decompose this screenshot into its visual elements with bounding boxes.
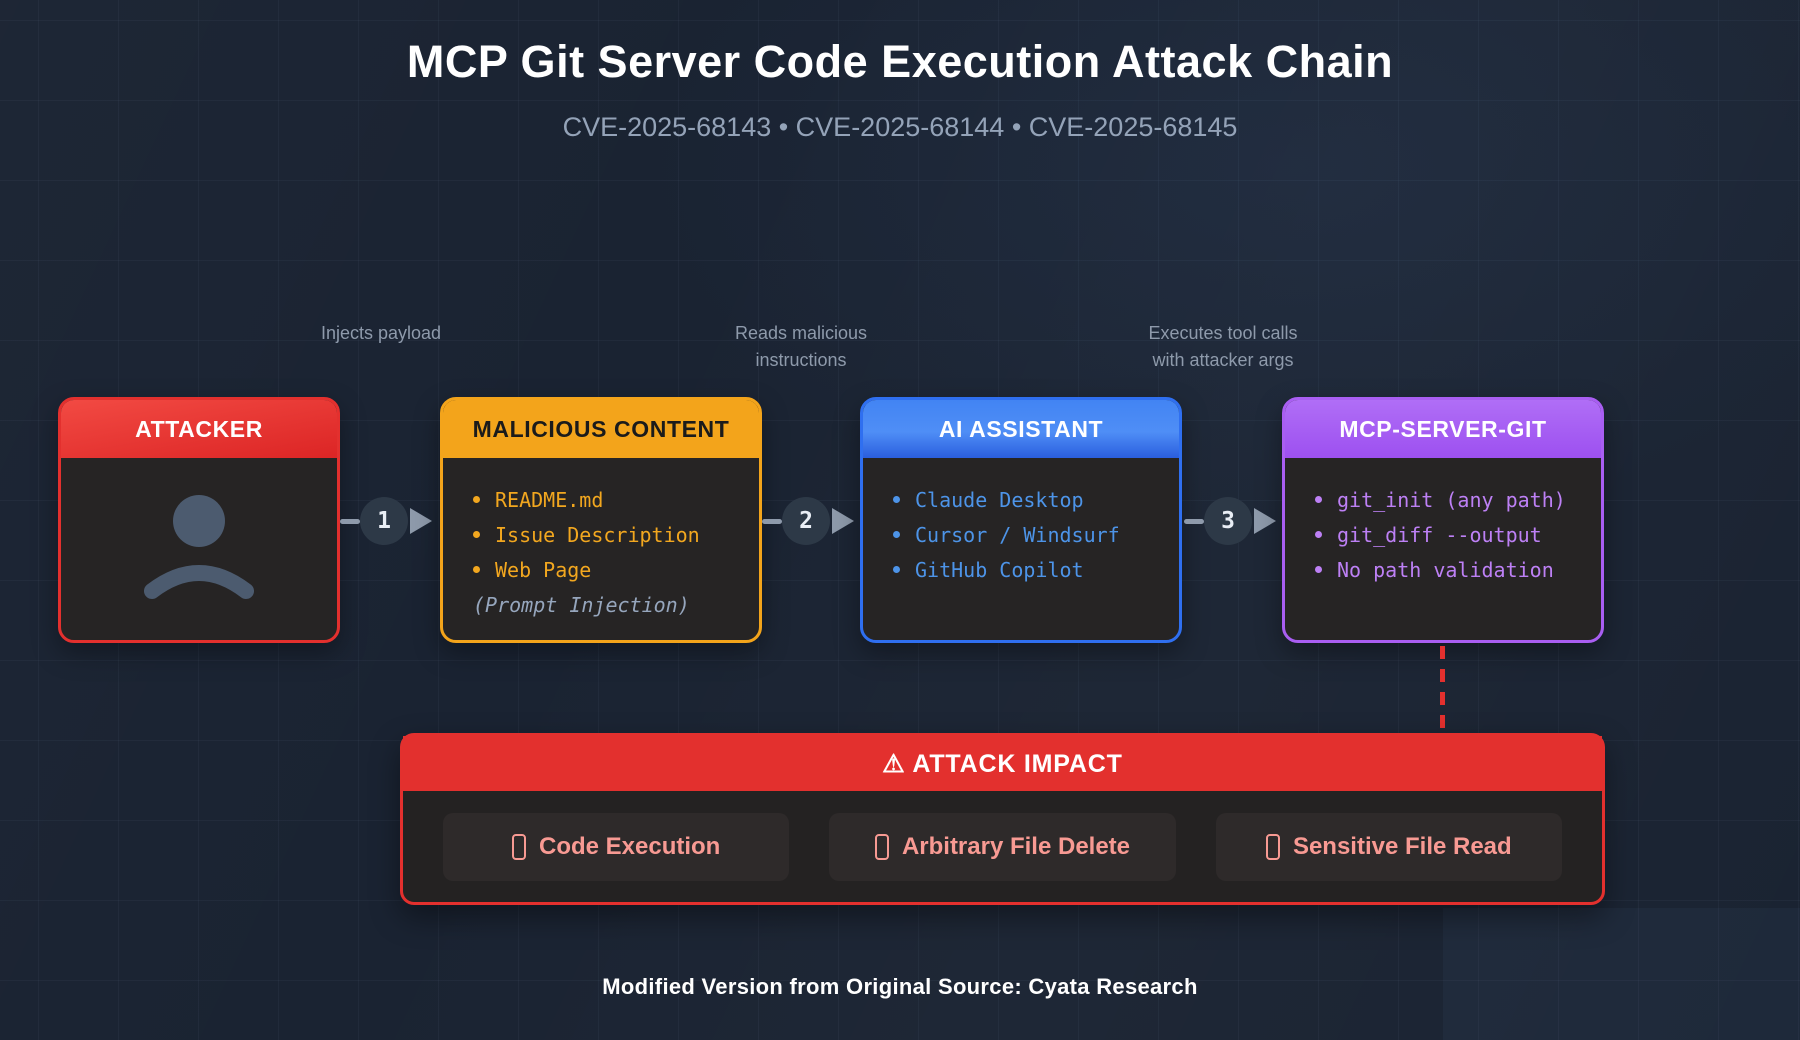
connector-3: 3 [1184,497,1276,545]
bullet-dot-icon [893,531,900,538]
card-malicious-content: MALICIOUS CONTENT README.md Issue Descri… [440,397,762,643]
attack-impact-panel: ⚠ ATTACK IMPACT Code Execution Arbitrary… [400,733,1605,905]
card-mcp-server-git: MCP-SERVER-GIT git_init (any path) git_d… [1282,397,1604,643]
prompt-injection-note: (Prompt Injection) [473,592,690,617]
connector-2-line [762,518,782,524]
page-subtitle: CVE-2025-68143 • CVE-2025-68144 • CVE-20… [562,112,1238,142]
card-ai-assistant-body: Claude Desktop Cursor / Windsurf GitHub … [863,458,1179,587]
list-item-label: README.md [495,487,604,512]
impact-item-code-execution: Code Execution [443,812,790,881]
dashed-impact-connector-line [1440,646,1445,734]
list-item: README.md [473,482,731,517]
bullet-dot-icon [473,566,480,573]
attack-impact-title: ⚠ ATTACK IMPACT [403,736,1602,791]
step-3-badge: 3 [1204,497,1252,545]
flow-label-reads-instructions: Reads malicious instructions [734,323,868,370]
card-mcp-server-git-title: MCP-SERVER-GIT [1285,400,1601,458]
connector-2: 2 [762,497,854,545]
card-malicious-content-title: MALICIOUS CONTENT [443,400,759,458]
list-item: Cursor / Windsurf [893,517,1151,552]
list-item-label: Claude Desktop [915,487,1084,512]
card-mcp-server-git-body: git_init (any path) git_diff --output No… [1285,458,1601,587]
list-item-label: GitHub Copilot [915,557,1084,582]
impact-item-arbitrary-file-delete: Arbitrary File Delete [829,812,1176,881]
connector-1-line [340,518,360,524]
list-item-label: Cursor / Windsurf [915,522,1120,547]
attacker-person-icon [144,495,254,599]
impact-item-sensitive-file-read: Sensitive File Read [1215,812,1562,881]
list-item-label: git_init (any path) [1337,487,1566,512]
bullet-dot-icon [473,531,480,538]
list-item: git_init (any path) [1315,482,1573,517]
flow-label-executes-tool-calls: Executes tool calls with attacker args [1148,323,1298,370]
bullet-dot-icon [893,496,900,503]
list-item: No path validation [1315,552,1573,587]
list-item-label: git_diff --output [1337,522,1542,547]
card-malicious-content-body: README.md Issue Description Web Page (Pr… [443,458,759,622]
list-item-label: Web Page [495,557,592,582]
card-ai-assistant-title: AI ASSISTANT [863,400,1179,458]
list-item-label: Issue Description [495,522,700,547]
missing-glyph-icon [874,833,889,860]
page-title: MCP Git Server Code Execution Attack Cha… [406,36,1394,87]
card-ai-assistant: AI ASSISTANT Claude Desktop Cursor / Win… [860,397,1182,643]
bullet-dot-icon [1315,531,1322,538]
attack-impact-body: Code Execution Arbitrary File Delete Sen… [403,791,1602,902]
card-attacker: ATTACKER [58,397,340,643]
impact-item-label: Arbitrary File Delete [901,832,1131,860]
list-item: git_diff --output [1315,517,1573,552]
bullet-dot-icon [473,496,480,503]
missing-glyph-icon [511,833,526,860]
arrow-right-icon [832,508,854,534]
arrow-right-icon [1254,508,1276,534]
background-corner-patch [1443,908,1800,1040]
list-item: Claude Desktop [893,482,1151,517]
impact-item-label: Sensitive File Read [1292,832,1512,860]
arrow-right-icon [410,508,432,534]
list-item: GitHub Copilot [893,552,1151,587]
list-item-label: No path validation [1337,557,1554,582]
step-1-badge: 1 [360,497,408,545]
connector-3-line [1184,518,1204,524]
bullet-dot-icon [1315,496,1322,503]
list-item: Web Page [473,552,731,587]
bullet-dot-icon [893,566,900,573]
bullet-dot-icon [1315,566,1322,573]
card-attacker-body [61,458,337,640]
flow-label-injects-payload: Injects payload [320,323,442,343]
step-2-badge: 2 [782,497,830,545]
list-item: Issue Description [473,517,731,552]
card-attacker-title: ATTACKER [61,400,337,458]
connector-1: 1 [340,497,432,545]
footer-credit: Modified Version from Original Source: C… [602,974,1198,999]
missing-glyph-icon [1265,833,1280,860]
impact-item-label: Code Execution [538,832,721,860]
